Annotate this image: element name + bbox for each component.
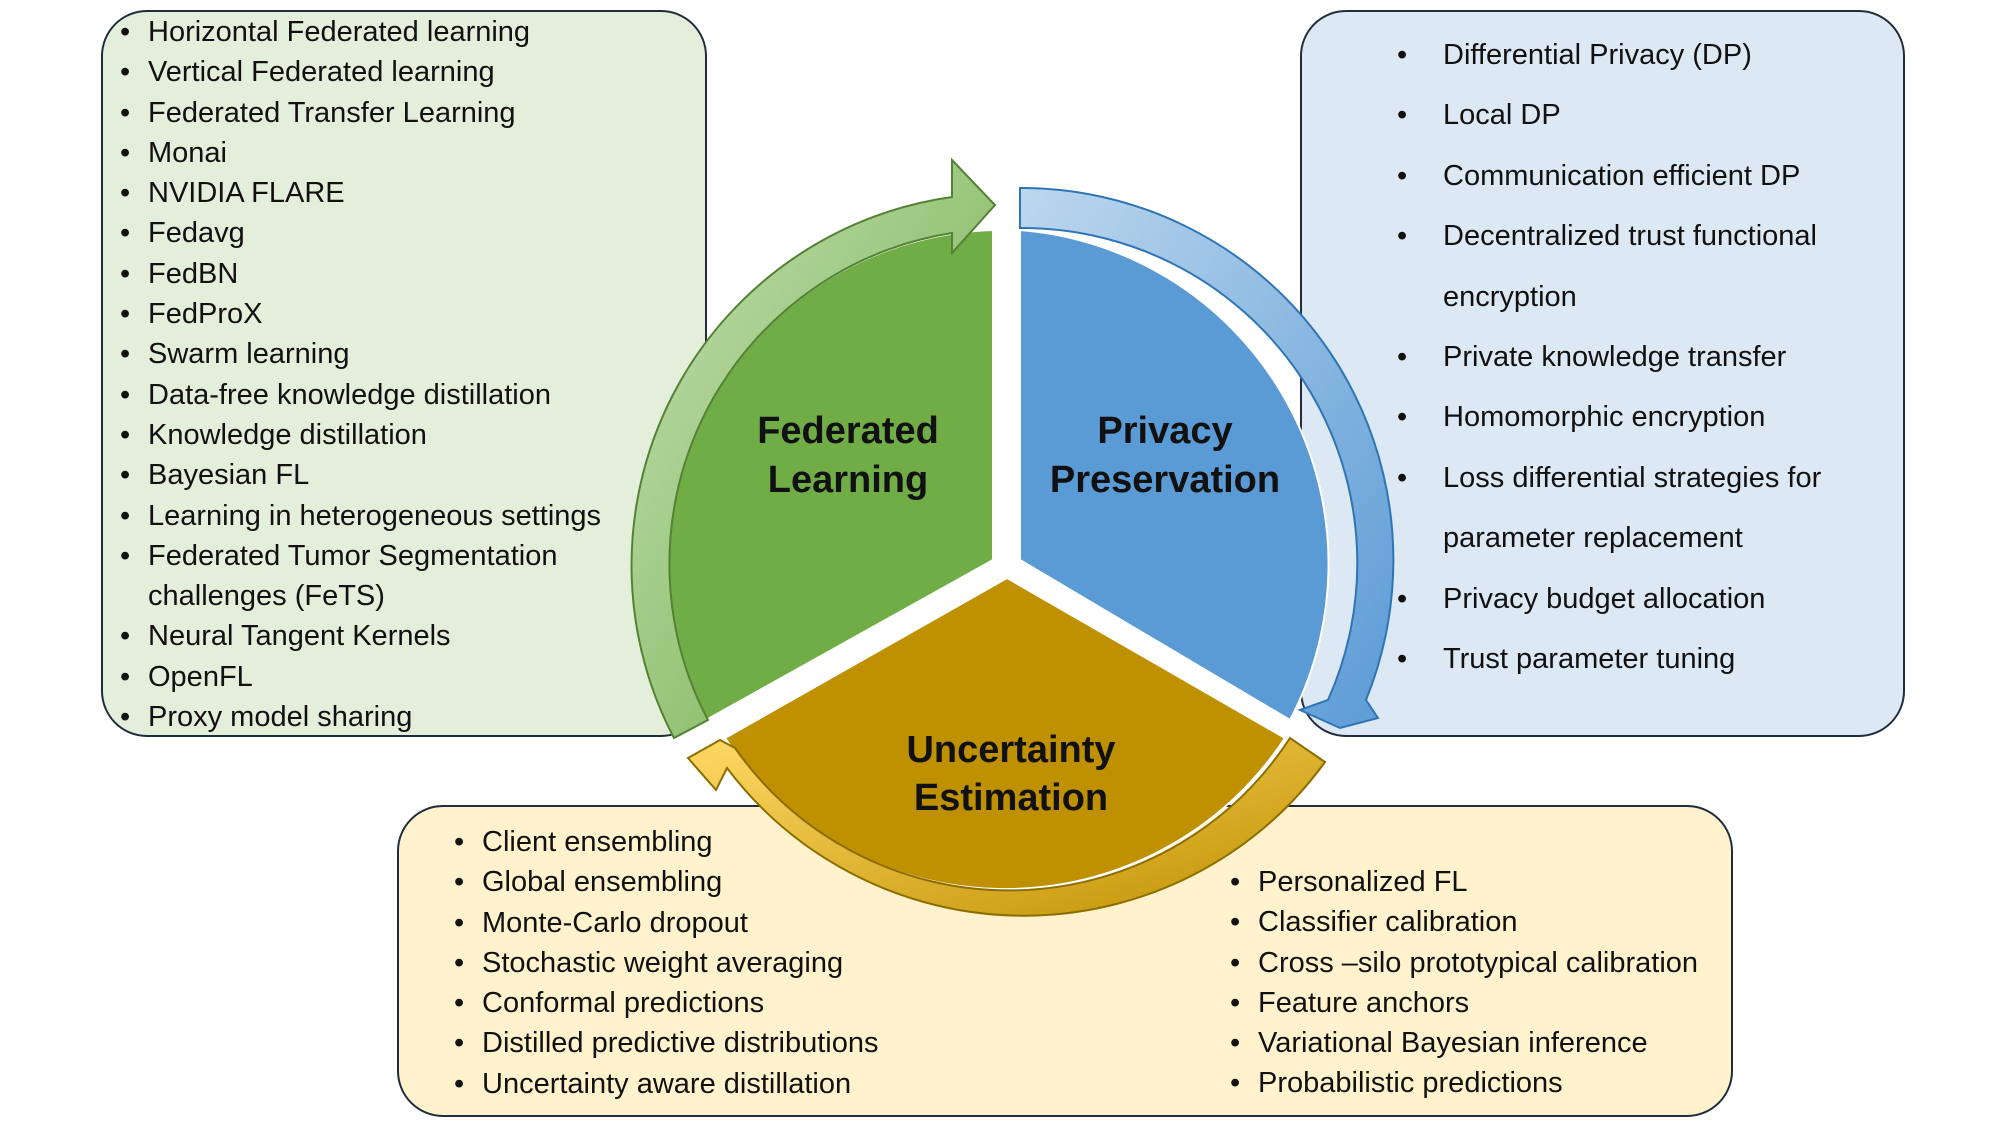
federated-learning-item: Neural Tangent Kernels [120, 616, 601, 657]
uncertainty-estimation-item: Variational Bayesian inference [1230, 1023, 1698, 1064]
federated-learning-item: Federated Transfer Learning [120, 93, 601, 134]
privacy-preservation-segment [1019, 228, 1330, 722]
uncertainty-estimation-item: Classifier calibration [1230, 902, 1698, 943]
uncertainty-estimation-title-line2: Estimation [914, 777, 1108, 819]
federated-learning-item: Learning in heterogeneous settings [120, 496, 601, 537]
federated-learning-list: Horizontal Federated learningVertical Fe… [120, 12, 601, 738]
federated-learning-item: FedBN [120, 254, 601, 295]
privacy-preservation-item: Homomorphic encryption [1397, 387, 1821, 448]
privacy-preservation-item: parameter replacement [1443, 522, 1743, 555]
privacy-preservation-item: Decentralized trust functional [1397, 206, 1821, 267]
privacy-preservation-item: Communication efficient DP [1397, 146, 1821, 207]
federated-learning-item: Monai [120, 133, 601, 174]
uncertainty-estimation-item: Stochastic weight averaging [454, 943, 879, 984]
uncertainty-estimation-item: Feature anchors [1230, 983, 1698, 1024]
privacy-preservation-list: Differential Privacy (DP)Local DPCommuni… [1397, 25, 1821, 690]
federated-learning-item: NVIDIA FLARE [120, 173, 601, 214]
uncertainty-estimation-item: Cross –silo prototypical calibration [1230, 943, 1698, 984]
privacy-preservation-item: Differential Privacy (DP) [1397, 25, 1821, 86]
federated-learning-title-line2: Learning [768, 459, 928, 501]
federated-learning-item: OpenFL [120, 657, 601, 698]
uncertainty-estimation-item: Personalized FL [1230, 862, 1698, 903]
privacy-preservation-item: Privacy budget allocation [1397, 569, 1821, 630]
federated-learning-item: Horizontal Federated learning [120, 12, 601, 53]
federated-learning-title-line1: Federated [757, 410, 939, 452]
federated-learning-item: challenges (FeTS) [148, 580, 385, 613]
federated-learning-item: Swarm learning [120, 334, 601, 375]
federated-learning-arrow [630, 157, 997, 740]
privacy-preservation-item: encryption [1443, 280, 1577, 313]
uncertainty-right-list: Personalized FLClassifier calibrationCro… [1230, 862, 1698, 1104]
uncertainty-estimation-arrow [686, 736, 1327, 917]
privacy-preservation-item: Trust parameter tuning [1397, 629, 1821, 690]
uncertainty-left-list: Client ensemblingGlobal ensemblingMonte-… [454, 822, 879, 1105]
federated-learning-item: Knowledge distillation [120, 415, 601, 456]
uncertainty-estimation-item: Uncertainty aware distillation [454, 1064, 879, 1105]
privacy-preservation-arrow [1019, 186, 1395, 730]
privacy-preservation-item: Private knowledge transfer [1397, 327, 1821, 388]
uncertainty-estimation-item: Monte-Carlo dropout [454, 903, 879, 944]
federated-learning-item: Proxy model sharing [120, 697, 601, 738]
uncertainty-estimation-item: Distilled predictive distributions [454, 1023, 878, 1064]
uncertainty-estimation-item: Conformal predictions [454, 983, 879, 1024]
privacy-preservation-title-line2: Preservation [1050, 459, 1280, 501]
federated-learning-item: FedProX [120, 294, 601, 335]
privacy-preservation-item: Loss differential strategies for [1397, 448, 1821, 509]
uncertainty-estimation-item: Probabilistic predictions [1230, 1063, 1698, 1104]
federated-learning-item: Vertical Federated learning [120, 52, 601, 93]
federated-learning-item: Bayesian FL [120, 455, 601, 496]
federated-learning-item: Fedavg [120, 213, 601, 254]
federated-learning-item: Federated Tumor Segmentation [120, 536, 601, 577]
federated-learning-item: Data-free knowledge distillation [120, 375, 601, 416]
privacy-preservation-item: Local DP [1397, 85, 1821, 146]
privacy-preservation-title-line1: Privacy [1097, 410, 1232, 452]
uncertainty-estimation-title-line1: Uncertainty [906, 729, 1115, 771]
uncertainty-estimation-item: Global ensembling [454, 862, 879, 903]
uncertainty-estimation-item: Client ensembling [454, 822, 879, 863]
